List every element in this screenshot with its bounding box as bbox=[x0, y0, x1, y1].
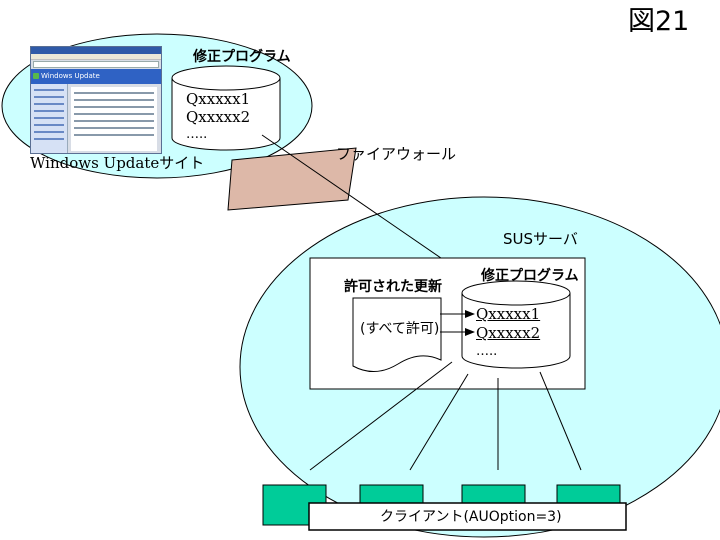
client-link-4 bbox=[539, 371, 582, 471]
browser-titlebar bbox=[31, 47, 161, 54]
update-site-database bbox=[171, 65, 281, 151]
firewall-label: ファイアウォール bbox=[336, 145, 457, 163]
update-site-db-title: 修正プログラム bbox=[193, 49, 291, 65]
approved-updates-document bbox=[352, 297, 442, 372]
client-label-bar bbox=[308, 502, 627, 531]
browser-menubar bbox=[31, 54, 161, 60]
update-site-patch-1: Qxxxxx1 bbox=[186, 90, 251, 108]
update-site-patch-2: Qxxxxx2 bbox=[186, 108, 251, 126]
browser-banner-text: Windows Update bbox=[41, 72, 100, 80]
sus-patch-2: Qxxxxx2 bbox=[476, 324, 541, 342]
download-arrow bbox=[261, 134, 471, 279]
client-label: クライアント(AUOption=3) bbox=[380, 509, 562, 525]
sus-database bbox=[461, 280, 571, 369]
sus-db-title: 修正プログラム bbox=[481, 268, 579, 284]
browser-address-bar bbox=[33, 61, 159, 68]
firewall-shape bbox=[227, 147, 357, 211]
windows-logo-icon bbox=[33, 73, 39, 79]
sus-server-label: SUSサーバ bbox=[503, 230, 578, 248]
approved-updates-title: 許可された更新 bbox=[344, 279, 442, 295]
client-link-1 bbox=[309, 361, 453, 471]
sus-patch-1: Qxxxxx1 bbox=[476, 305, 541, 323]
sus-patch-more: ….. bbox=[476, 344, 498, 359]
client-link-2 bbox=[409, 373, 469, 471]
browser-sidebar bbox=[31, 84, 68, 153]
browser-banner: Windows Update bbox=[31, 69, 161, 84]
approved-updates-note: (すべて許可) bbox=[360, 321, 440, 337]
update-site-label: Windows Updateサイト bbox=[30, 154, 205, 172]
update-site-patch-more: ….. bbox=[186, 127, 208, 142]
windows-update-browser-thumbnail: Windows Update bbox=[30, 46, 162, 154]
browser-content bbox=[71, 87, 157, 151]
figure-number: 図21 bbox=[628, 6, 690, 37]
